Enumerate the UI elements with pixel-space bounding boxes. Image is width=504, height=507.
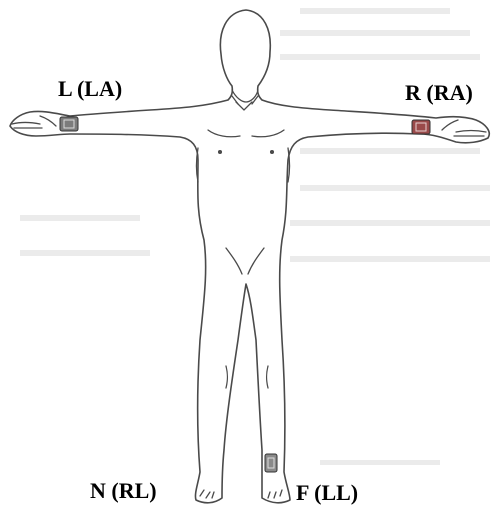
electrode-left-leg xyxy=(265,454,277,472)
label-left-leg: F (LL) xyxy=(296,480,358,506)
label-right-arm: R (RA) xyxy=(405,80,473,106)
label-left-arm: L (LA) xyxy=(58,76,122,102)
electrode-left-arm xyxy=(60,117,78,131)
label-right-leg: N (RL) xyxy=(90,478,157,504)
electrode-right-arm xyxy=(412,120,430,134)
